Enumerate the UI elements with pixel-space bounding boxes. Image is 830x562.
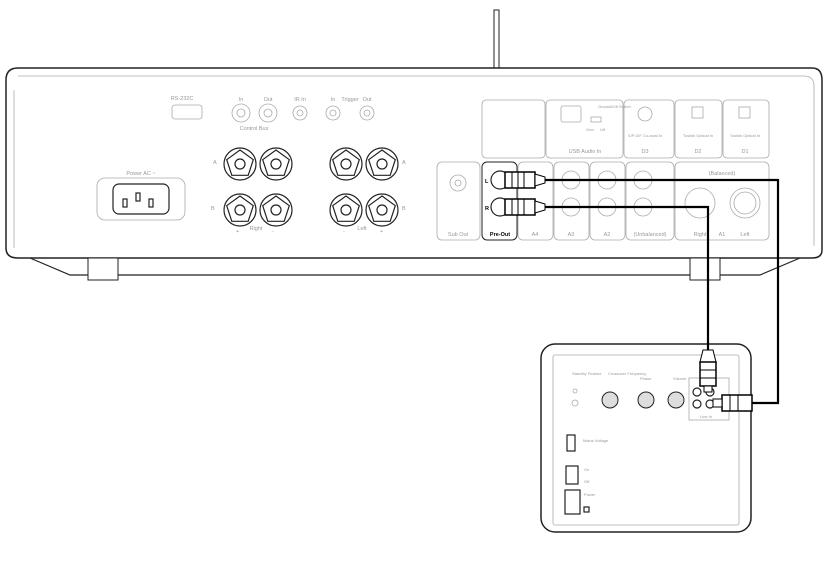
speaker-terminals[interactable] (223, 147, 399, 227)
usb-label: USB Audio In (569, 149, 602, 155)
phase-knob[interactable] (637, 391, 655, 409)
minus-label-left: - (343, 229, 345, 235)
ground-lift-label: Ground/Lift Switch (598, 104, 631, 109)
power-label: Power AC ~ (126, 171, 155, 177)
pre-out-label: Pre-Out (490, 232, 510, 238)
cable-left (504, 171, 780, 412)
balanced-label: (Balanced) (709, 171, 736, 177)
d1-label: D1 (741, 149, 748, 155)
d1-optical-input[interactable]: Toslink Optical In D1 (722, 99, 770, 159)
trigger-out-label: Out (363, 97, 372, 103)
crossover-label: Crossover Frequency (608, 371, 646, 376)
trigger-label: Trigger (341, 97, 358, 103)
right-label: Right (250, 226, 263, 232)
control-bus-out-label: Out (264, 97, 273, 103)
a4-label: A4 (532, 232, 539, 238)
a1-balanced-input[interactable]: (Balanced) Right A1 Left (674, 161, 770, 241)
speaker-labels: A B A B + - Right - + Left (211, 160, 406, 235)
d2-optical-input[interactable]: Toslink Optical In D2 (674, 99, 723, 159)
sub-power-label: Power (584, 492, 596, 497)
speaker-b-label-left: B (402, 206, 406, 212)
sub-power-inlet[interactable] (564, 489, 581, 515)
left-label: Left (357, 226, 367, 232)
sub-out[interactable]: Sub Out (436, 161, 481, 241)
d3-label: D3 (641, 149, 648, 155)
pre-out-r-label: R (485, 206, 489, 212)
on-label: On (584, 467, 589, 472)
speaker-binding-post[interactable] (259, 147, 293, 181)
bluetooth-panel (481, 99, 546, 159)
a3-label: A3 (568, 232, 575, 238)
d2-label: D2 (694, 149, 701, 155)
speaker-a-label-left: A (402, 160, 406, 166)
ir-in[interactable]: IR In (292, 97, 308, 121)
off-label: Off (584, 479, 590, 484)
d3-coaxial-input[interactable]: S/P DIF Co-axial In D3 (623, 99, 675, 159)
xlr-right-label: Right (694, 232, 707, 238)
rs232-port[interactable]: RS-232C (171, 96, 203, 120)
speaker-b-label: B (211, 206, 215, 212)
volume-label: Volume (673, 376, 687, 381)
a1-label: A1 (719, 232, 726, 238)
mains-voltage-label: Mains Voltage (583, 438, 609, 443)
control-bus-in-label: In (239, 97, 244, 103)
plus-label-left: + (380, 229, 383, 235)
speaker-binding-post[interactable] (259, 193, 293, 227)
unbalanced-label: (Unbalanced) (633, 232, 666, 238)
trigger-in-label: In (331, 97, 336, 103)
xlr-left-label: Left (740, 232, 750, 238)
plus-label: + (236, 229, 239, 235)
cable-right (504, 198, 717, 393)
volume-knob[interactable] (667, 391, 685, 409)
sub-out-label: Sub Out (448, 232, 469, 238)
crossover-knob[interactable] (601, 391, 619, 409)
trigger[interactable]: In Trigger Out (325, 97, 375, 121)
speaker-binding-post[interactable] (365, 147, 399, 181)
speaker-binding-post[interactable] (223, 193, 257, 227)
a2-label: A2 (604, 232, 611, 238)
subwoofer: Standby Feature Crossover Frequency Phas… (540, 343, 752, 533)
speaker-a-label: A (213, 160, 217, 166)
speaker-binding-post[interactable] (365, 193, 399, 227)
amplifier-rear-panel (5, 67, 823, 281)
d2-desc: Toslink Optical In (683, 133, 713, 138)
usb-audio-in[interactable]: Ground/Lift Switch Gnd Lift USB Audio In (545, 99, 631, 159)
ir-in-label: IR In (294, 97, 306, 103)
phase-label: Phase (640, 376, 652, 381)
control-bus-label: Control Bus (240, 126, 269, 132)
gnd-label: Gnd (586, 127, 594, 132)
analog-inputs[interactable]: A4 A3 A2 (Unbalanced) (517, 161, 675, 241)
standby-label: Standby Feature (572, 371, 602, 376)
lift-label: Lift (600, 127, 606, 132)
power-switch[interactable] (565, 465, 579, 485)
pre-out-l-label: L (485, 179, 489, 185)
speaker-binding-post[interactable] (329, 193, 363, 227)
speaker-binding-post[interactable] (223, 147, 257, 181)
minus-label: - (272, 229, 274, 235)
line-in-label: Line In (700, 414, 712, 419)
d1-desc: Toslink Optical In (730, 133, 760, 138)
speaker-binding-post[interactable] (329, 147, 363, 181)
d3-desc: S/P DIF Co-axial In (628, 133, 662, 138)
control-bus[interactable]: In Out Control Bus (231, 97, 278, 132)
rs232-label: RS-232C (171, 96, 194, 102)
voltage-switch[interactable] (566, 434, 576, 452)
power-inlet[interactable]: Power AC ~ (96, 171, 186, 221)
